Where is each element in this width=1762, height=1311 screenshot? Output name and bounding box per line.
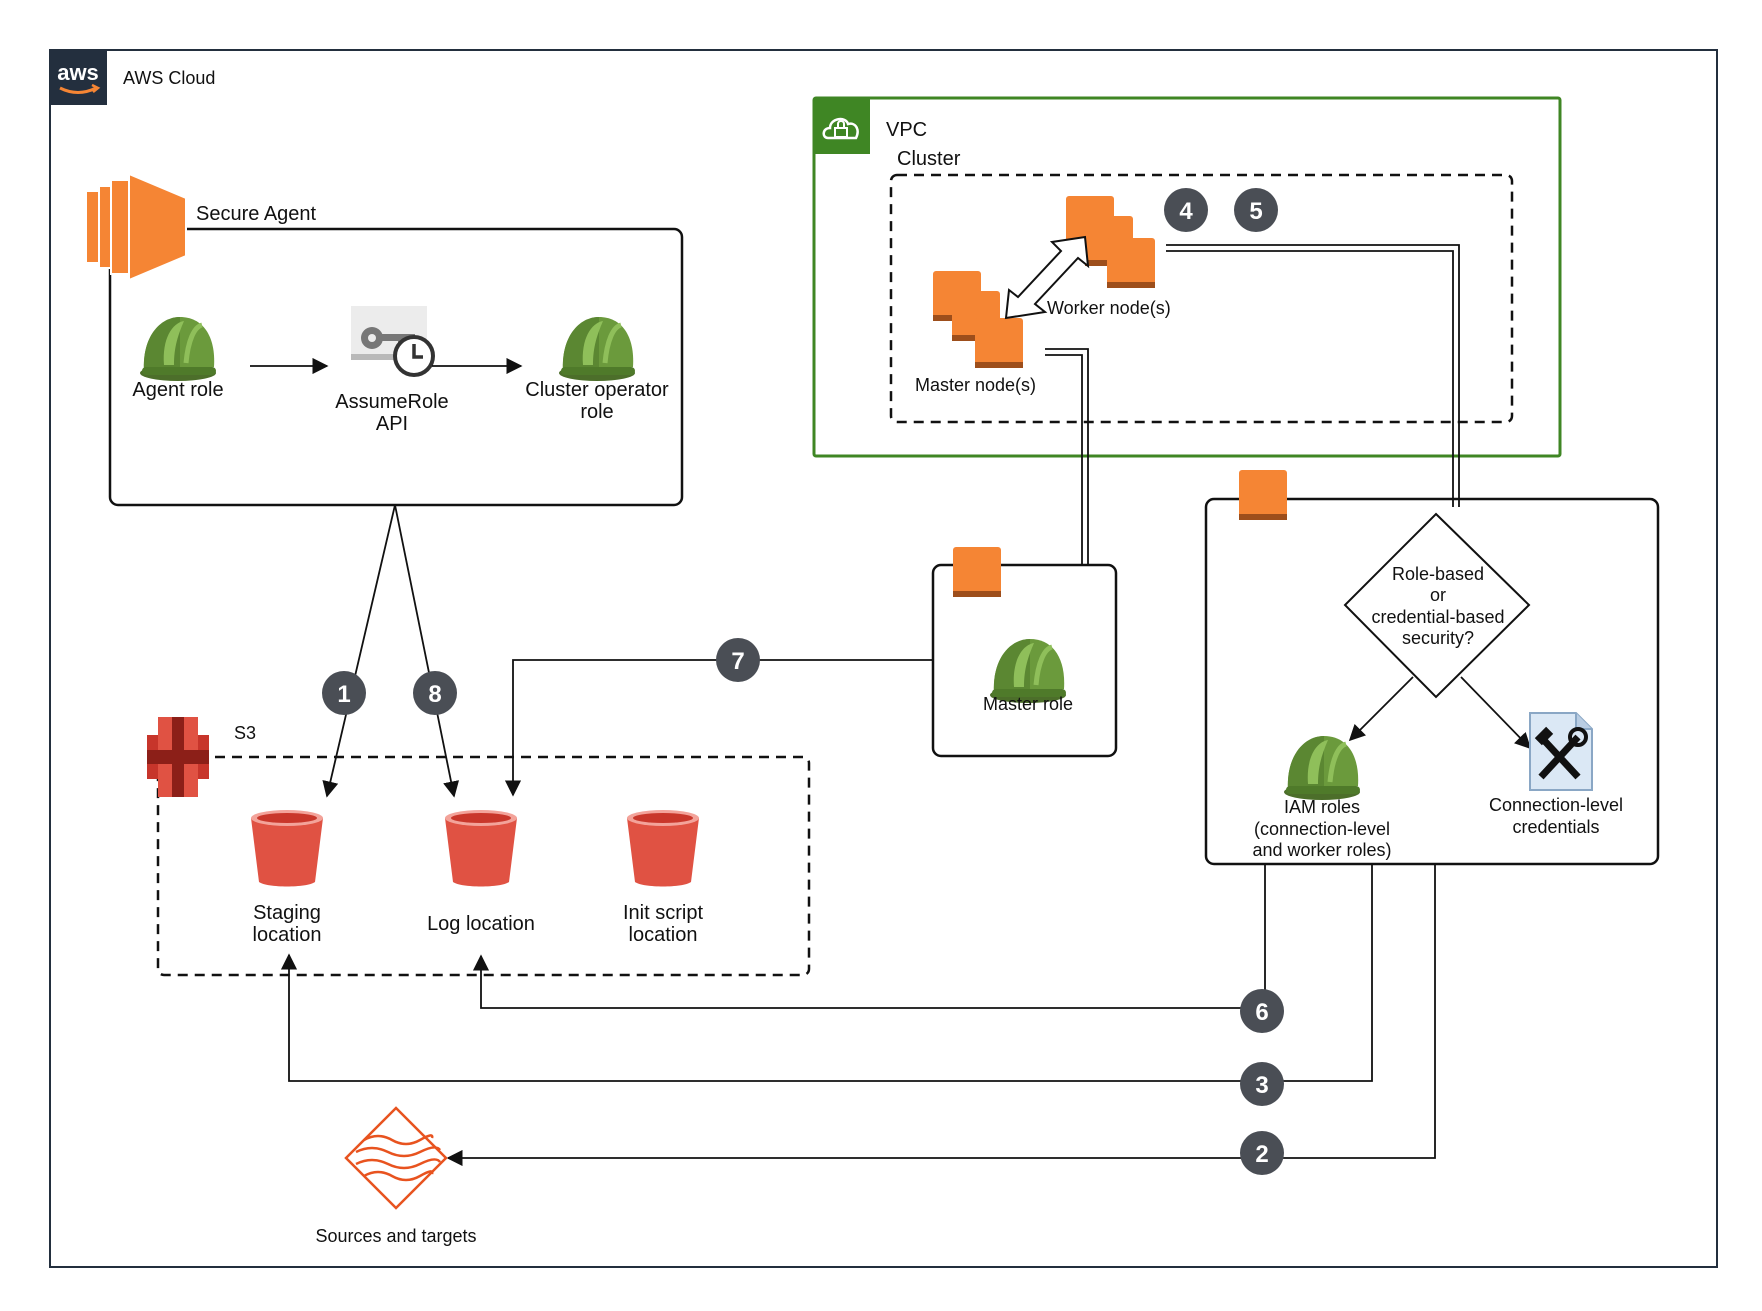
decision-to-credentials-arrow xyxy=(1460,676,1532,750)
tools-document-icon xyxy=(1529,712,1593,791)
aws-cloud-label: AWS Cloud xyxy=(123,68,215,88)
iam-roles-line1: IAM roles xyxy=(1284,797,1360,817)
svg-text:1: 1 xyxy=(337,681,350,708)
init-script-bucket-icon xyxy=(627,810,699,887)
security-decision-diamond: Role-based or credential-based security? xyxy=(1343,512,1531,699)
step6-arrow xyxy=(472,864,1266,1009)
vpc-label: VPC xyxy=(886,119,927,141)
vpc-cloud-lock-icon xyxy=(814,98,870,154)
step-badge-2: 2 xyxy=(1240,1131,1284,1175)
agent-role-label: Agent role xyxy=(132,379,223,401)
step-badge-8: 8 xyxy=(413,671,457,715)
master-worker-arrow xyxy=(1004,235,1090,320)
s3-frame: S3 xyxy=(147,717,811,977)
master-role-label: Master role xyxy=(983,694,1073,714)
staging-label-line1: Staging xyxy=(253,902,321,924)
s3-icon xyxy=(147,717,209,797)
step-badge-1: 1 xyxy=(322,671,366,715)
aws-logo-icon: aws xyxy=(50,50,107,105)
decision-to-iam-arrow xyxy=(1348,676,1414,742)
assume-role-label-line1: AssumeRole xyxy=(335,391,448,413)
credentials-line1: Connection-level xyxy=(1489,795,1623,815)
step-badge-6: 6 xyxy=(1240,989,1284,1033)
security-frame xyxy=(1204,470,1660,866)
worker-nodes-label: Worker node(s) xyxy=(1047,298,1171,318)
step2-arrow xyxy=(446,864,1436,1167)
master-nodes-icon xyxy=(933,271,1023,368)
data-lake-icon xyxy=(344,1106,448,1210)
step-badge-5: 5 xyxy=(1234,188,1278,232)
step1-arrow xyxy=(322,504,396,798)
svg-text:3: 3 xyxy=(1255,1072,1268,1099)
step-badge-7: 7 xyxy=(716,638,760,682)
decision-line2: or xyxy=(1430,585,1446,605)
log-location-label: Log location xyxy=(427,913,535,935)
init-script-label-line2: location xyxy=(629,924,698,946)
log-bucket-icon xyxy=(445,810,517,887)
aws-cloud-frame: aws AWS Cloud xyxy=(49,49,1718,1268)
step3-arrow xyxy=(280,864,1373,1082)
init-script-label-line1: Init script xyxy=(623,902,703,924)
svg-text:5: 5 xyxy=(1249,198,1262,225)
worker-to-security-connector xyxy=(1166,244,1460,507)
step-badge-4: 4 xyxy=(1164,188,1208,232)
step8-arrow xyxy=(394,504,460,798)
s3-label: S3 xyxy=(234,723,256,743)
step-badge-3: 3 xyxy=(1240,1062,1284,1106)
cluster-operator-label-line2: role xyxy=(580,401,613,423)
secure-agent-frame: Secure Agent xyxy=(87,172,684,507)
key-clock-icon xyxy=(351,306,435,377)
decision-line3: credential-based xyxy=(1371,607,1504,627)
decision-line4: security? xyxy=(1402,628,1474,648)
staging-bucket-icon xyxy=(251,810,323,887)
agent-role-helmet-icon xyxy=(140,317,216,381)
credentials-line2: credentials xyxy=(1512,817,1599,837)
svg-text:4: 4 xyxy=(1179,198,1193,225)
cluster-label: Cluster xyxy=(897,148,961,170)
svg-text:aws: aws xyxy=(57,60,99,85)
assume-role-label-line2: API xyxy=(376,413,408,435)
svg-text:7: 7 xyxy=(731,648,744,675)
master-role-ec2-icon xyxy=(953,547,1001,597)
master-to-role-connector xyxy=(1045,348,1089,565)
iam-roles-helmet-icon xyxy=(1284,736,1360,800)
svg-text:8: 8 xyxy=(428,681,441,708)
cluster-operator-helmet-icon xyxy=(559,317,635,381)
iam-roles-line2: (connection-level xyxy=(1254,819,1390,839)
ec2-instance-icon xyxy=(87,172,187,282)
staging-label-line2: location xyxy=(253,924,322,946)
decision-line1: Role-based xyxy=(1392,564,1484,584)
secure-agent-label: Secure Agent xyxy=(196,203,317,225)
vpc-frame: VPC xyxy=(812,96,1562,458)
cluster-frame: Cluster xyxy=(889,148,1514,424)
cluster-operator-label-line1: Cluster operator xyxy=(525,379,669,401)
svg-text:2: 2 xyxy=(1255,1141,1268,1168)
sources-targets-label: Sources and targets xyxy=(315,1226,476,1246)
security-ec2-icon xyxy=(1239,470,1287,520)
master-role-frame: Master role xyxy=(931,547,1118,758)
iam-roles-line3: and worker roles) xyxy=(1252,840,1391,860)
svg-text:6: 6 xyxy=(1255,999,1268,1026)
step7-arrow xyxy=(504,659,933,797)
master-nodes-label: Master node(s) xyxy=(915,375,1036,395)
